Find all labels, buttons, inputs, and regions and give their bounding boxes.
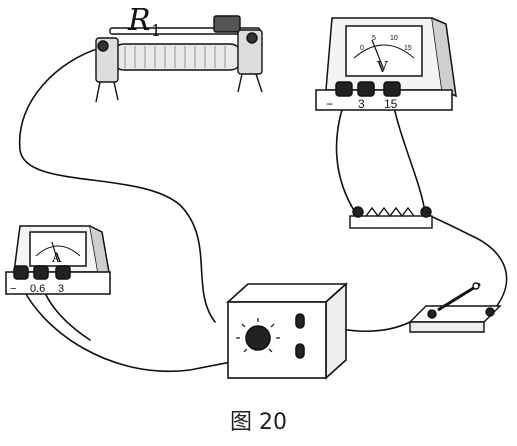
voltmeter-tick-5: 5 — [372, 35, 376, 42]
rheostat-coil — [111, 43, 243, 71]
board-terminal-left — [352, 206, 364, 218]
ammeter-label-minus: − — [10, 283, 16, 295]
rheostat-slider — [213, 15, 241, 33]
ammeter-terminal-minus — [13, 265, 29, 280]
switch-terminal-right — [485, 307, 495, 317]
rheostat-terminal-right — [246, 32, 258, 44]
resistor-label: R — [127, 3, 151, 38]
supply-knob — [245, 325, 271, 351]
voltmeter-label-15: 15 — [384, 97, 398, 111]
voltmeter-label-3: 3 — [358, 97, 365, 111]
ammeter-terminal-3 — [55, 265, 71, 280]
wire-rheostat-to-supply — [18, 47, 216, 323]
voltmeter-needle — [371, 39, 385, 71]
rheostat-terminal-left — [97, 40, 109, 52]
voltmeter-terminal-minus — [335, 81, 353, 97]
knife-switch — [408, 282, 502, 333]
power-supply — [225, 282, 349, 380]
voltmeter — [315, 17, 457, 111]
voltmeter-terminal-15 — [383, 81, 401, 97]
figure-caption: 图 20 — [230, 410, 287, 435]
resistor-subscript: 1 — [151, 21, 161, 40]
board-terminal-right — [420, 206, 432, 218]
voltmeter-tick-0: 0 — [360, 45, 364, 52]
ammeter-terminal-06 — [33, 265, 49, 280]
supply-socket-bottom — [295, 343, 305, 359]
voltmeter-tick-10: 10 — [390, 35, 398, 42]
ammeter-needle — [51, 241, 59, 263]
rheostat — [95, 15, 263, 103]
wire-switch-to-board — [427, 214, 508, 313]
switch-terminal-left — [427, 309, 437, 319]
resistor-board — [349, 206, 433, 229]
voltmeter-dial — [345, 25, 423, 77]
switch-blade — [437, 282, 481, 312]
voltmeter-tick-15: 15 — [404, 45, 412, 52]
voltmeter-terminal-3 — [357, 81, 375, 97]
wire-voltmeter-minus — [335, 97, 356, 213]
voltmeter-label-minus: − — [326, 97, 333, 111]
ammeter-label-3: 3 — [58, 283, 64, 295]
ammeter-symbol: A — [51, 251, 62, 266]
ammeter — [5, 225, 111, 295]
supply-socket-top — [295, 313, 305, 329]
voltmeter-symbol: V — [376, 58, 389, 76]
wire-voltmeter-15 — [391, 97, 426, 213]
supply-knob-ticks — [236, 318, 280, 353]
ammeter-label-06: 0.6 — [30, 283, 45, 295]
